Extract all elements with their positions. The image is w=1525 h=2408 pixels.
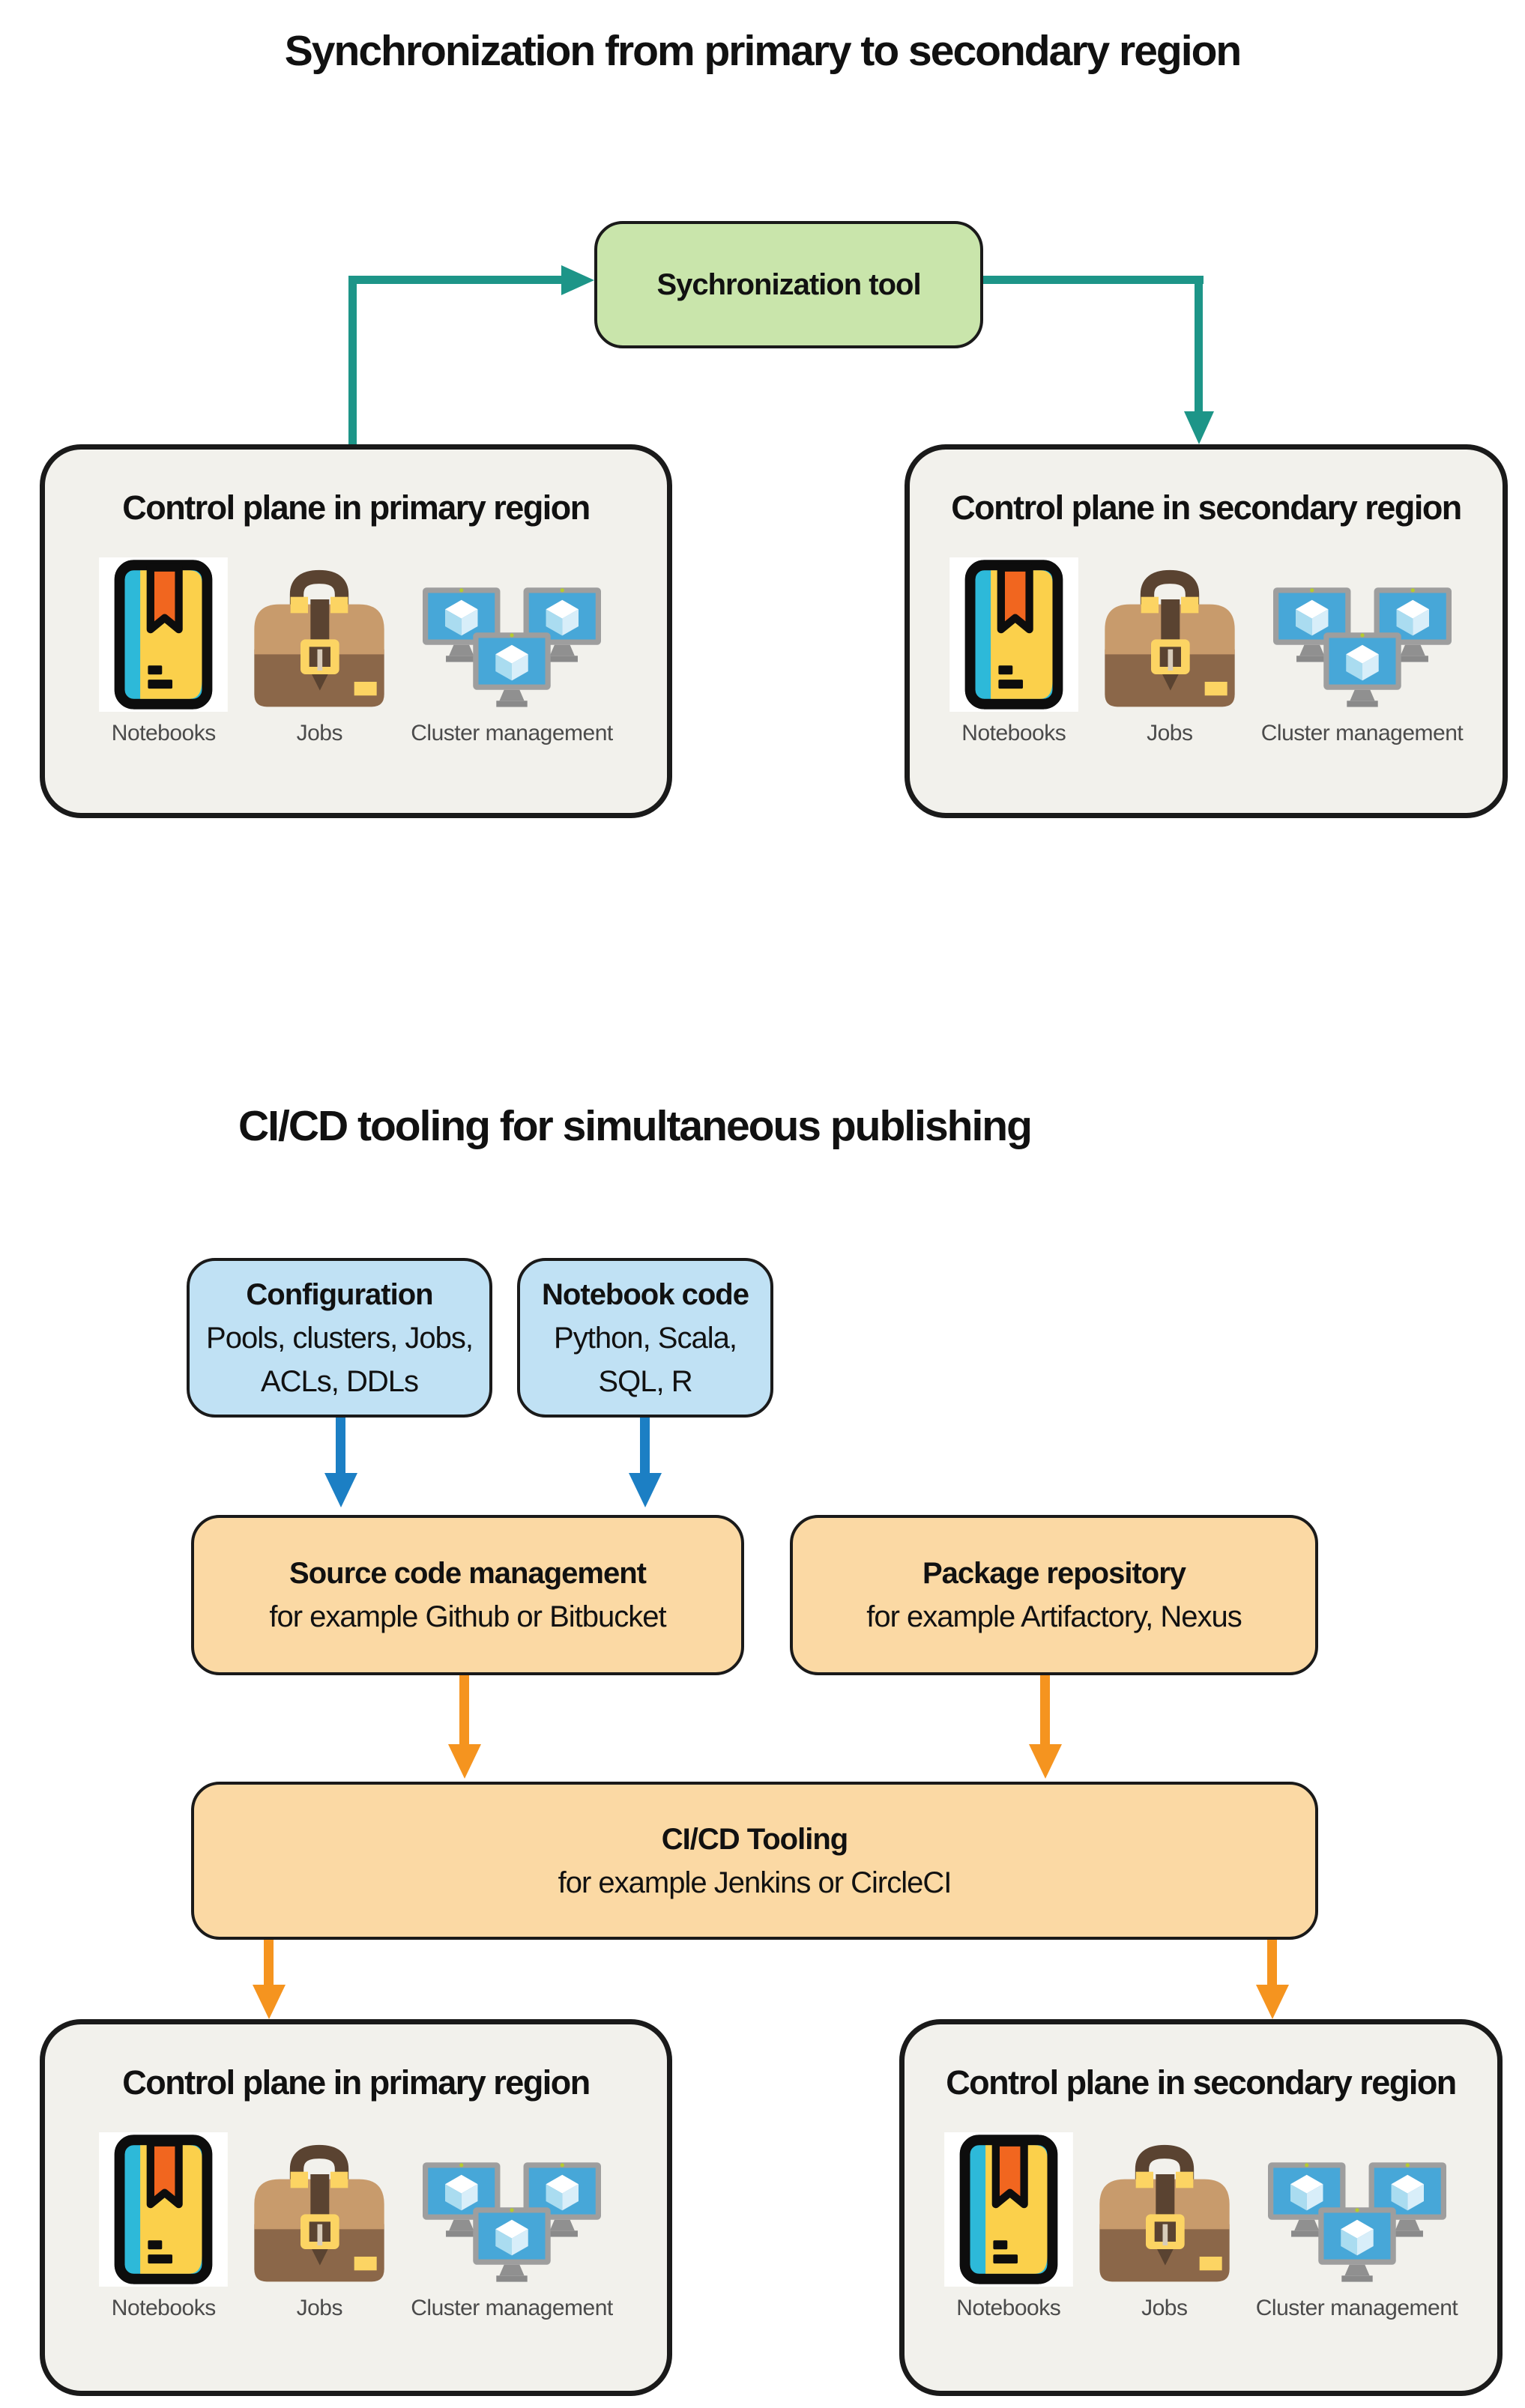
arrowhead-tooling-to-primary-icon [253,1985,286,2019]
arrowhead-tooling-to-secondary-icon [1256,1985,1289,2019]
cluster-icon [423,587,601,712]
notebook-code-title: Notebook code [542,1277,749,1311]
connector-primary-to-tool-vertical [348,276,357,444]
configuration-line2: ACLs, DDLs [260,1364,419,1398]
briefcase-icon [1090,2137,1239,2287]
notebook-icon [949,557,1078,712]
sync-section-title: Synchronization from primary to secondar… [284,27,1242,75]
cluster-icon [1273,587,1452,712]
control-plane-title: Control plane in primary region [122,2063,591,2102]
sync-tool-label: Sychronization tool [656,268,921,301]
cluster-icon [1268,2162,1446,2287]
control-plane-primary-box-bottom: Control plane in primary region Notebook… [40,2019,672,2396]
notebook-code-box: Notebook code Python, Scala, SQL, R [517,1258,773,1418]
icon-label: Notebooks [111,721,216,745]
notebook-icon [944,2132,1073,2287]
icon-label: Jobs [296,2296,343,2320]
control-plane-primary-box: Control plane in primary region Notebook… [40,444,672,818]
jobs-item: Jobs [1095,553,1245,746]
arrow-scm-to-tooling [459,1675,469,1747]
arrowhead-into-secondary-icon [1184,411,1214,444]
connector-primary-to-tool-horizontal [348,276,564,284]
cicd-tooling-box: CI/CD Tooling for example Jenkins or Cir… [191,1782,1318,1940]
package-repository-subtitle: for example Artifactory, Nexus [866,1600,1242,1633]
arrowhead-scm-to-tooling-icon [448,1744,481,1779]
icon-label: Notebooks [961,721,1066,745]
jobs-item: Jobs [244,553,394,746]
connector-tool-to-secondary-vertical [1195,276,1203,414]
scm-title: Source code management [289,1557,647,1590]
control-plane-secondary-box: Control plane in secondary region Notebo… [905,444,1508,818]
cluster-management-item: Cluster management [411,553,613,746]
package-repository-box: Package repository for example Artifacto… [790,1515,1318,1675]
notebooks-item: Notebooks [949,553,1078,746]
arrow-tooling-to-primary [264,1940,274,1988]
cluster-management-item: Cluster management [1260,553,1464,746]
notebooks-item: Notebooks [99,553,228,746]
notebook-code-line1: Python, Scala, [554,1321,737,1355]
notebooks-item: Notebooks [99,2128,228,2321]
icon-label: Notebooks [956,2296,1061,2320]
cicd-section-title: CI/CD tooling for simultaneous publishin… [238,1102,1033,1150]
cicd-tooling-title: CI/CD Tooling [661,1822,848,1856]
jobs-item: Jobs [244,2128,394,2321]
arrow-notebook-code-to-scm [640,1418,650,1476]
scm-subtitle: for example Github or Bitbucket [269,1600,666,1633]
control-plane-title: Control plane in primary region [122,488,591,527]
icon-label: Cluster management [1260,721,1464,745]
icon-label: Cluster management [411,721,613,745]
cluster-management-item: Cluster management [1256,2128,1458,2321]
icon-label: Jobs [296,721,343,745]
briefcase-icon [1095,562,1245,712]
icon-label: Jobs [1141,2296,1188,2320]
control-plane-title: Control plane in secondary region [951,488,1462,527]
notebook-icon [99,557,228,712]
arrowhead-configuration-to-scm-icon [324,1473,357,1507]
arrowhead-into-tool-icon [561,265,594,295]
arrowhead-notebook-code-to-scm-icon [629,1473,662,1507]
package-repository-title: Package repository [922,1557,1186,1590]
arrow-configuration-to-scm [336,1418,345,1476]
briefcase-icon [244,562,394,712]
arrow-package-to-tooling [1040,1675,1050,1747]
cluster-management-item: Cluster management [411,2128,613,2321]
cicd-tooling-subtitle: for example Jenkins or CircleCI [558,1866,952,1899]
icon-label: Jobs [1147,721,1193,745]
icon-label: Cluster management [411,2296,613,2320]
connector-tool-to-secondary-horizontal [983,276,1204,284]
notebook-code-line2: SQL, R [598,1364,692,1398]
configuration-title: Configuration [246,1277,433,1311]
notebook-icon [99,2132,228,2287]
scm-box: Source code management for example Githu… [191,1515,744,1675]
icon-label: Cluster management [1255,2296,1458,2320]
configuration-line1: Pools, clusters, Jobs, [206,1321,474,1355]
sync-tool-box: Sychronization tool [594,221,983,348]
jobs-item: Jobs [1090,2128,1239,2321]
icon-label: Notebooks [111,2296,216,2320]
notebooks-item: Notebooks [944,2128,1073,2321]
control-plane-secondary-box-bottom: Control plane in secondary region Notebo… [899,2019,1503,2396]
cluster-icon [423,2162,601,2287]
arrowhead-package-to-tooling-icon [1029,1744,1062,1779]
configuration-box: Configuration Pools, clusters, Jobs, ACL… [187,1258,492,1418]
arrow-tooling-to-secondary [1267,1940,1277,1988]
control-plane-title: Control plane in secondary region [946,2063,1457,2102]
briefcase-icon [244,2137,394,2287]
